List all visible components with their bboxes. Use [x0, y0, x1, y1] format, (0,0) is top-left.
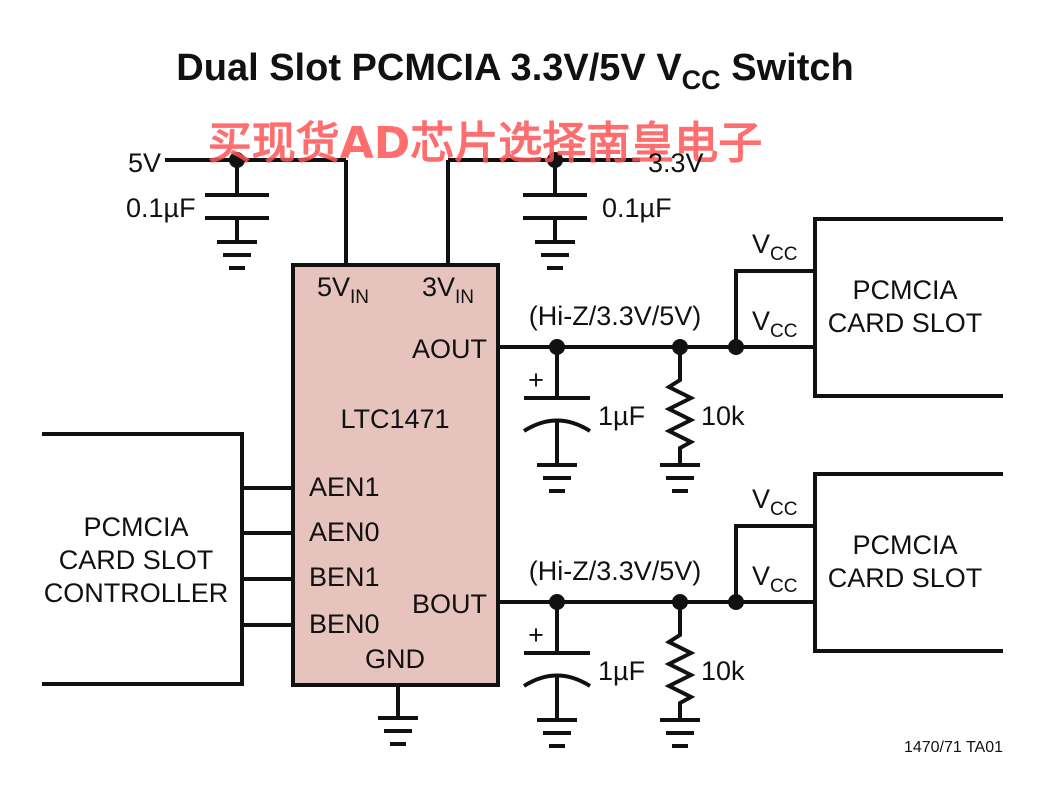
cap-right-value: 0.1µF — [602, 193, 672, 223]
junction-dot — [672, 339, 688, 355]
ground-symbol — [537, 718, 577, 748]
controller-label-line1: PCMCIA — [83, 512, 188, 542]
cap-polarity-plus: + — [528, 365, 544, 395]
pin-5vin-label: 5VIN — [317, 272, 369, 308]
ic-body — [291, 263, 500, 687]
channel-b-vcc1-label: VCC — [752, 484, 797, 520]
ground-symbol — [660, 463, 700, 493]
pin-ben1-label: BEN1 — [309, 562, 380, 592]
channel-b-state-label: (Hi-Z/3.3V/5V) — [529, 556, 702, 586]
channel-b-cap-value: 1µF — [598, 656, 645, 686]
ground-symbol — [217, 240, 257, 270]
channel-a-cap-value: 1µF — [598, 401, 645, 431]
channel-b-vcc2-label: VCC — [752, 561, 797, 597]
control-bus-wires — [242, 486, 293, 627]
controller-label-line3: CONTROLLER — [44, 578, 229, 608]
channel-a-state-label: (Hi-Z/3.3V/5V) — [529, 301, 702, 331]
pin-bout-label: BOUT — [412, 589, 487, 619]
channel-a-vcc1-label: VCC — [752, 229, 797, 265]
pin-aen1-label: AEN1 — [309, 472, 380, 502]
channel-b-res-value: 10k — [701, 656, 745, 686]
pin-aen0-label: AEN0 — [309, 517, 380, 547]
supply-wiring — [165, 158, 640, 265]
cap-left-value: 0.1µF — [126, 193, 196, 223]
figure-id: 1470/71 TA01 — [904, 739, 1003, 756]
pin-aout-label: AOUT — [412, 334, 487, 364]
card-slot-b-label-line1: PCMCIA — [852, 530, 957, 560]
card-slot-a-label-line1: PCMCIA — [852, 275, 957, 305]
junction-dot — [547, 152, 563, 168]
channel-a-vcc2-label: VCC — [752, 306, 797, 342]
cap-polarity-plus: + — [528, 620, 544, 650]
card-slot-b-box — [813, 472, 1003, 653]
supply-5v-label: 5V — [128, 148, 161, 178]
pin-3vin-label: 3VIN — [422, 272, 474, 308]
ground-symbol — [660, 718, 700, 748]
card-slot-b-label-line2: CARD SLOT — [828, 563, 983, 593]
card-slot-a-box — [813, 217, 1003, 398]
junction-dot — [229, 152, 245, 168]
junction-dot — [549, 339, 565, 355]
junction-dot — [728, 339, 744, 355]
controller-label-line2: CARD SLOT — [59, 545, 214, 575]
card-slot-a-label-line2: CARD SLOT — [828, 308, 983, 338]
ground-symbol — [537, 463, 577, 493]
watermark-text: 买现货AD芯片选择南皇电子 — [208, 118, 763, 169]
junction-dot — [672, 594, 688, 610]
junction-dot — [549, 594, 565, 610]
ground-symbol — [378, 716, 418, 746]
controller-box — [42, 432, 244, 686]
ground-symbol — [535, 240, 575, 270]
pin-gnd-label: GND — [365, 644, 425, 674]
supply-3v3-label: 3.3V — [648, 148, 704, 178]
ic-part-name: LTC1471 — [340, 404, 449, 434]
junction-dot — [728, 594, 744, 610]
diagram-title: Dual Slot PCMCIA 3.3V/5V VCC Switch — [176, 47, 853, 95]
channel-a-res-value: 10k — [701, 401, 745, 431]
pin-ben0-label: BEN0 — [309, 609, 380, 639]
